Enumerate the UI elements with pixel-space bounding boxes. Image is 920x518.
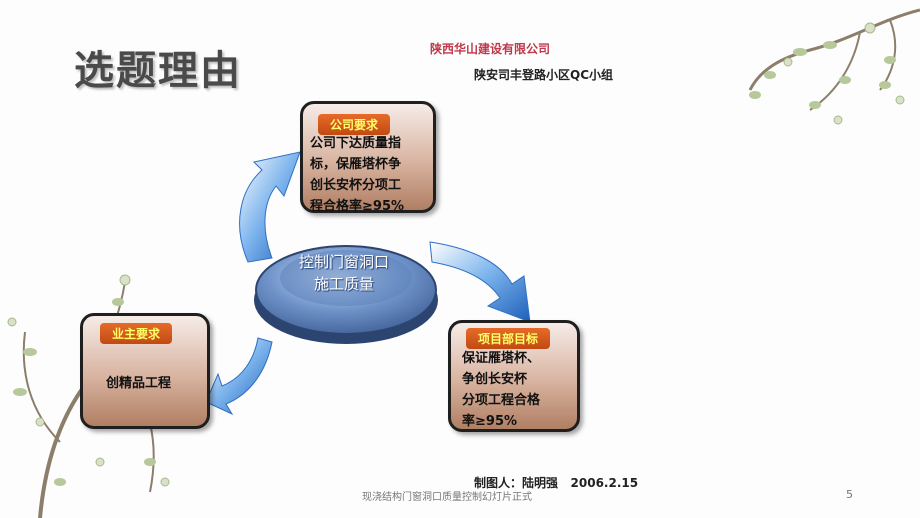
owner-requirement-text: 创精品工程 <box>106 376 172 391</box>
project-goal-heading: 项目部目标 <box>466 328 551 349</box>
page-title: 选题理由 <box>74 48 242 94</box>
curved-arrow-icon <box>239 151 301 263</box>
curved-arrow-icon <box>429 241 531 323</box>
footer-caption: 现浇结构门窗洞口质量控制幻灯片正式 <box>362 492 532 503</box>
text-line: 率≥95% <box>462 414 518 429</box>
author-date: 制图人：陆明强 2006.2.15 <box>474 476 639 490</box>
text-line: 保证雁塔杯、 <box>462 351 541 366</box>
text-line: 创长安杯分项工 <box>310 178 402 193</box>
text-line: 标，保雁塔杯争 <box>310 157 402 172</box>
owner-requirement-heading: 业主要求 <box>100 323 173 344</box>
curved-arrow-icon <box>205 337 273 416</box>
text-line: 分项工程合格 <box>462 393 541 408</box>
center-label-line2: 施工质量 <box>313 275 374 293</box>
branch-decoration-top-right-icon <box>748 8 920 125</box>
text-line: 公司下达质量指 <box>310 136 402 151</box>
page-number: 5 <box>846 488 853 501</box>
qc-group-name: 陕安司丰登路小区QC小组 <box>474 68 614 82</box>
company-requirement-text: 公司下达质量指 标，保雁塔杯争 创长安杯分项工 程合格率≥95% <box>310 133 404 217</box>
text-line: 程合格率≥95% <box>310 199 405 214</box>
text-line: 争创长安杯 <box>462 372 528 387</box>
company-name: 陕西华山建设有限公司 <box>430 42 551 56</box>
center-label-line1: 控制门窗洞口 <box>298 253 389 271</box>
company-requirement-heading: 公司要求 <box>318 114 391 135</box>
center-topic: 控制门窗洞口 施工质量 <box>282 251 406 295</box>
project-goal-text: 保证雁塔杯、 争创长安杯 分项工程合格 率≥95% <box>462 348 540 432</box>
